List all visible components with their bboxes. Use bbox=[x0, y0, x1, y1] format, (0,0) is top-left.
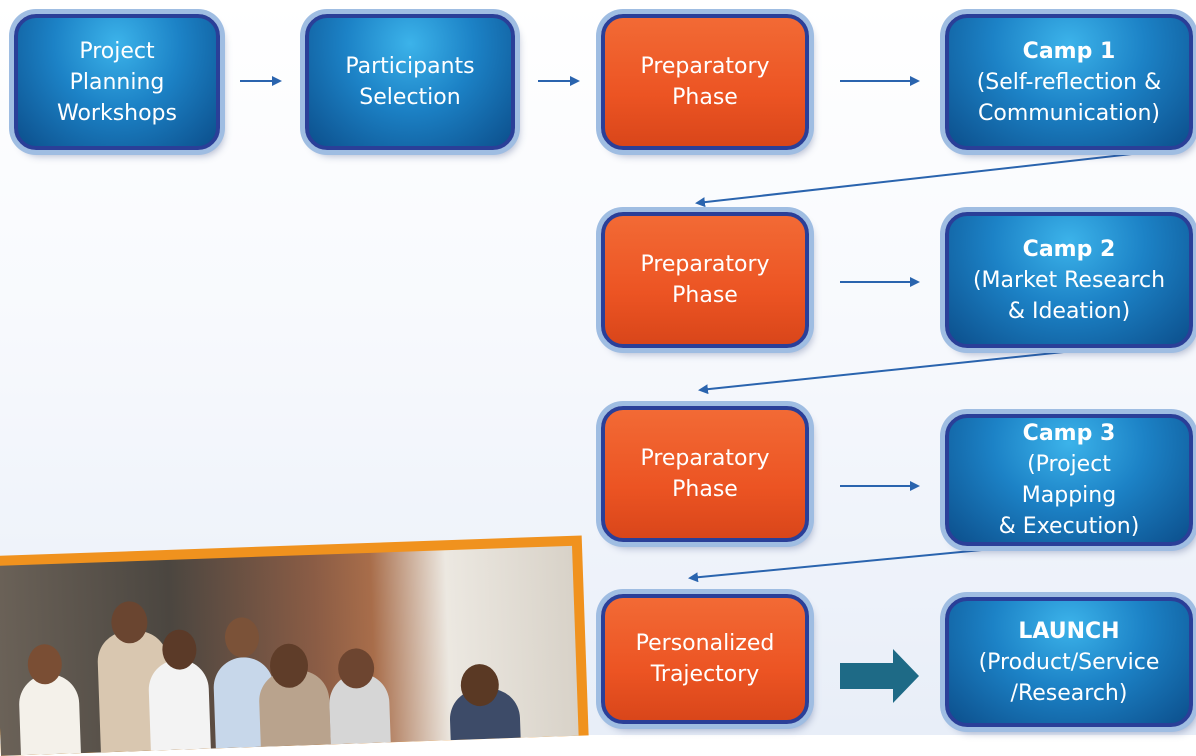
box-title: Camp 3 bbox=[1022, 421, 1116, 446]
group-photo bbox=[0, 535, 589, 756]
box-personalized-trajectory: Personalized Trajectory bbox=[601, 594, 809, 724]
box-participants-selection: Participants Selection bbox=[305, 14, 515, 150]
box-line: Communication) bbox=[978, 100, 1160, 126]
box-line: (Self-reflection & bbox=[976, 69, 1162, 95]
box-line: Preparatory bbox=[640, 446, 770, 471]
flow-arrows bbox=[240, 76, 1151, 703]
box-line: Preparatory bbox=[640, 252, 770, 277]
box-preparatory-phase-3: Preparatory Phase bbox=[601, 406, 809, 542]
box-line: (Market Research bbox=[972, 267, 1166, 293]
box-title: Camp 1 bbox=[1022, 38, 1116, 64]
box-line: Phase bbox=[672, 477, 738, 502]
arrow-camp2-prep3 bbox=[698, 342, 1151, 395]
box-line: & Execution) bbox=[998, 514, 1140, 539]
group-photo-image bbox=[0, 545, 579, 756]
box-line: Preparatory bbox=[640, 54, 770, 79]
box-line: Workshops bbox=[56, 100, 177, 126]
box-camp-1: Camp 1 (Self-reflection & Communication) bbox=[945, 14, 1193, 150]
box-preparatory-phase-1: Preparatory Phase bbox=[601, 14, 809, 150]
box-line: Mapping bbox=[1021, 483, 1117, 508]
box-line: & Ideation) bbox=[1007, 298, 1131, 324]
box-line: Phase bbox=[672, 283, 738, 308]
box-title: LAUNCH bbox=[1018, 618, 1120, 644]
box-title: Camp 2 bbox=[1022, 236, 1116, 262]
box-line: Planning bbox=[69, 69, 165, 95]
box-preparatory-phase-2: Preparatory Phase bbox=[601, 212, 809, 348]
box-line: (Project bbox=[1027, 452, 1111, 477]
box-line: Personalized bbox=[635, 631, 775, 656]
box-line: Selection bbox=[359, 85, 461, 110]
box-line: Trajectory bbox=[650, 662, 760, 687]
box-line: Participants bbox=[345, 54, 475, 79]
box-line: (Product/Service bbox=[978, 649, 1160, 675]
box-launch: LAUNCH (Product/Service /Research) bbox=[945, 597, 1193, 727]
arrow-camp1-prep2 bbox=[695, 151, 1151, 208]
box-line: Project bbox=[79, 38, 155, 64]
big-arrow-personal-launch bbox=[840, 649, 919, 703]
box-line: /Research) bbox=[1010, 680, 1128, 706]
box-line: Phase bbox=[672, 85, 738, 110]
box-project-planning: Project Planning Workshops bbox=[14, 14, 220, 150]
box-camp-3: Camp 3 (Project Mapping & Execution) bbox=[945, 414, 1193, 546]
box-camp-2: Camp 2 (Market Research & Ideation) bbox=[945, 212, 1193, 348]
